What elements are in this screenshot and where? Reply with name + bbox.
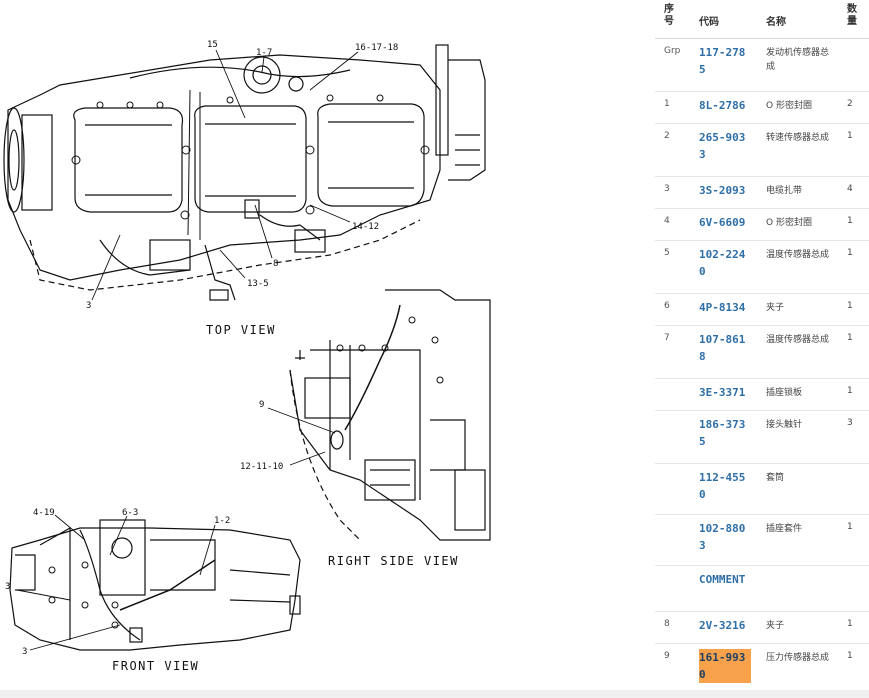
part-qty: 1 bbox=[847, 248, 853, 258]
row-seq: 3 bbox=[664, 184, 670, 194]
engine-parts-diagram: 15 1-7 16-17-18 14-12 8 13-5 3 9 12-11-1… bbox=[3, 40, 491, 673]
header-code: 代码 bbox=[699, 17, 719, 28]
part-name: 插座锁板 bbox=[766, 388, 803, 398]
table-row: 186-3735 接头触针 3 bbox=[655, 410, 869, 464]
table-row: 1 8L-2786 O 形密封圈 2 bbox=[655, 91, 869, 124]
part-qty: 1 bbox=[847, 333, 853, 343]
part-name: 转速传感器总成 bbox=[766, 133, 830, 143]
callout-1-2: 1-2 bbox=[214, 516, 230, 526]
part-qty: 1 bbox=[847, 216, 853, 226]
part-code-link[interactable]: 186-3735 bbox=[699, 418, 746, 448]
part-name: 插座套件 bbox=[766, 524, 803, 534]
part-code-link[interactable]: 102-8803 bbox=[699, 522, 746, 552]
table-row: 3 3S-2093 电缆扎带 4 bbox=[655, 176, 869, 209]
callout-13-5: 13-5 bbox=[247, 279, 269, 289]
top-view-label: TOP VIEW bbox=[206, 323, 276, 337]
table-row: 7 107-8618 温度传感器总成 1 bbox=[655, 325, 869, 379]
part-qty: 4 bbox=[847, 184, 853, 194]
part-name: O 形密封圈 bbox=[766, 218, 812, 228]
callout-1-7: 1-7 bbox=[256, 48, 272, 58]
header-name: 名称 bbox=[766, 17, 786, 28]
table-row: Grp 117-2785 发动机传感器总成 bbox=[655, 38, 869, 92]
row-seq: 1 bbox=[664, 99, 670, 109]
bottom-scroll-strip bbox=[0, 690, 869, 698]
part-code-link[interactable]: 6V-6609 bbox=[699, 216, 746, 229]
callout-15: 15 bbox=[207, 40, 218, 50]
part-qty: 3 bbox=[847, 418, 853, 428]
callout-4-19: 4-19 bbox=[33, 508, 55, 518]
row-seq: 8 bbox=[664, 619, 670, 629]
part-name: 夹子 bbox=[766, 621, 785, 631]
part-code-link[interactable]: 161-9930 bbox=[699, 649, 751, 683]
callout-6-3: 6-3 bbox=[122, 508, 138, 518]
callout-12-11-10: 12-11-10 bbox=[240, 462, 283, 472]
part-code-link[interactable]: 102-2240 bbox=[699, 248, 746, 278]
table-row: 112-4550 套筒 bbox=[655, 463, 869, 515]
part-code-link[interactable]: COMMENT bbox=[699, 573, 746, 586]
row-seq: 2 bbox=[664, 131, 670, 141]
row-seq: 6 bbox=[664, 301, 670, 311]
part-code-link[interactable]: 107-8618 bbox=[699, 333, 746, 363]
top-view-engine bbox=[3, 44, 486, 301]
callout-3-top: 3 bbox=[86, 301, 91, 311]
part-name: 电缆扎带 bbox=[766, 186, 803, 196]
right-side-view-engine bbox=[289, 289, 491, 541]
part-name: 温度传感器总成 bbox=[766, 335, 830, 345]
part-code-link[interactable]: 4P-8134 bbox=[699, 301, 746, 314]
part-name: O 形密封圈 bbox=[766, 101, 812, 111]
part-qty: 1 bbox=[847, 619, 853, 629]
table-row: 5 102-2240 温度传感器总成 1 bbox=[655, 240, 869, 294]
table-row: COMMENT bbox=[655, 565, 869, 612]
callout-8: 8 bbox=[273, 259, 278, 269]
right-side-view-label: RIGHT SIDE VIEW bbox=[328, 554, 459, 568]
part-name: 压力传感器总成 bbox=[766, 653, 830, 663]
header-seq: 序号 bbox=[664, 4, 674, 27]
part-code-link[interactable]: 3E-3371 bbox=[699, 386, 746, 399]
part-name: 套筒 bbox=[766, 473, 785, 483]
callout-14-12: 14-12 bbox=[352, 222, 379, 232]
table-row: 4 6V-6609 O 形密封圈 1 bbox=[655, 208, 869, 241]
row-seq: 9 bbox=[664, 651, 670, 661]
table-row: 2 265-9033 转速传感器总成 1 bbox=[655, 123, 869, 177]
table-row: 9 161-9930 压力传感器总成 1 bbox=[655, 643, 869, 694]
part-qty: 1 bbox=[847, 651, 853, 661]
front-view-engine bbox=[9, 519, 301, 651]
parts-table-header: 序号 代码 名称 数量 bbox=[655, 0, 869, 39]
row-seq: 7 bbox=[664, 333, 670, 343]
header-qty: 数量 bbox=[847, 4, 857, 27]
part-name: 夹子 bbox=[766, 303, 785, 313]
row-seq: Grp bbox=[664, 46, 681, 56]
part-qty: 1 bbox=[847, 386, 853, 396]
part-code-link[interactable]: 117-2785 bbox=[699, 46, 746, 76]
part-qty: 1 bbox=[847, 131, 853, 141]
part-code-link[interactable]: 265-9033 bbox=[699, 131, 746, 161]
part-name: 接头触针 bbox=[766, 420, 803, 430]
part-code-link[interactable]: 2V-3216 bbox=[699, 619, 746, 632]
table-row: 3E-3371 插座锁板 1 bbox=[655, 378, 869, 411]
callout-3-front-b: 3 bbox=[22, 647, 27, 657]
table-row: 102-8803 插座套件 1 bbox=[655, 514, 869, 566]
table-row: 8 2V-3216 夹子 1 bbox=[655, 611, 869, 644]
callout-16-17-18: 16-17-18 bbox=[355, 43, 398, 53]
row-seq: 5 bbox=[664, 248, 670, 258]
row-seq: 4 bbox=[664, 216, 670, 226]
part-code-link[interactable]: 112-4550 bbox=[699, 471, 746, 501]
front-view-label: FRONT VIEW bbox=[112, 659, 199, 673]
part-code-link[interactable]: 3S-2093 bbox=[699, 184, 746, 197]
part-name: 温度传感器总成 bbox=[766, 250, 830, 260]
callout-9: 9 bbox=[259, 400, 264, 410]
callout-3-front-a: 3 bbox=[5, 582, 10, 592]
part-code-link[interactable]: 8L-2786 bbox=[699, 99, 746, 112]
part-qty: 1 bbox=[847, 301, 853, 311]
part-name: 发动机传感器总成 bbox=[766, 48, 830, 72]
part-qty: 2 bbox=[847, 99, 853, 109]
part-qty: 1 bbox=[847, 522, 853, 532]
table-row: 6 4P-8134 夹子 1 bbox=[655, 293, 869, 326]
